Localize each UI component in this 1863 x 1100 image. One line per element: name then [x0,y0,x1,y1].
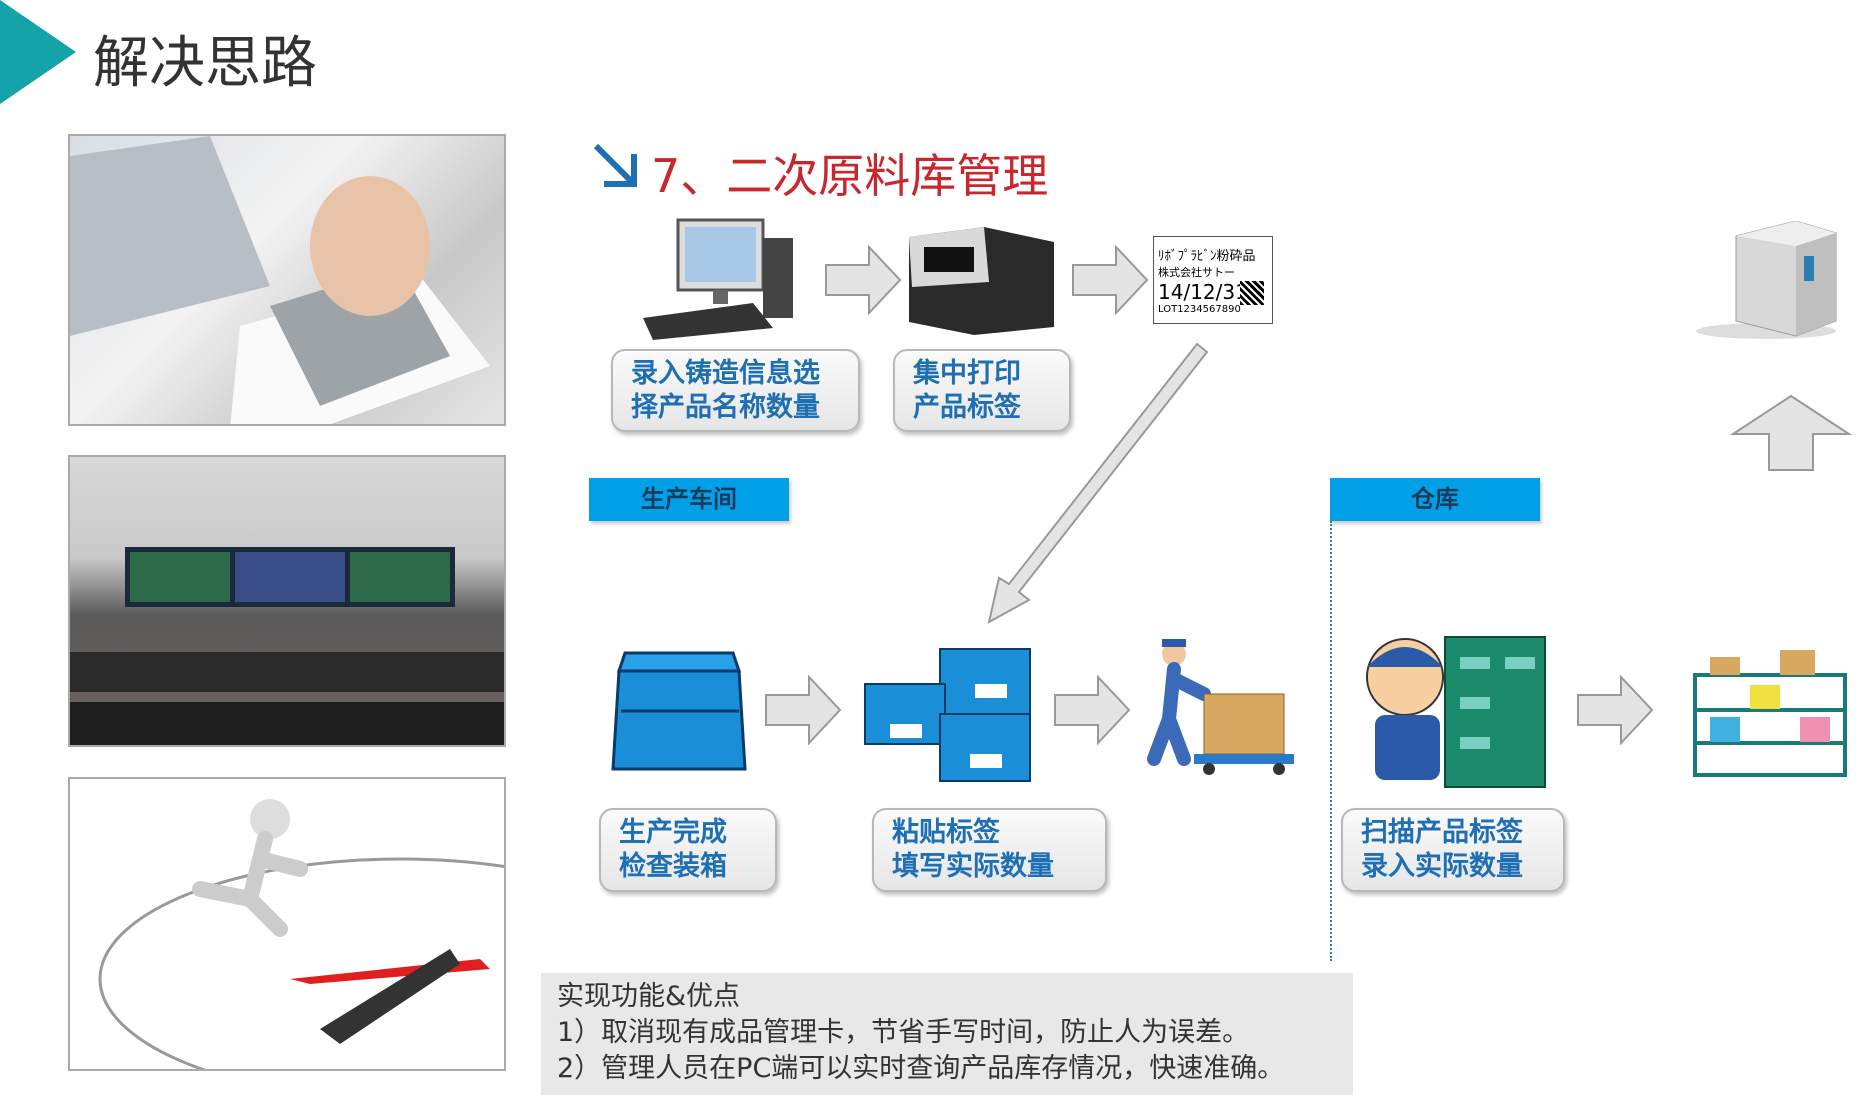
labeled-boxes-icon [864,648,1031,782]
arrow-right-icon [1577,675,1654,745]
warehouse-shelves-icon [1693,650,1847,777]
step-input-info: 录入铸造信息选择产品名称数量 [611,349,860,432]
step-text: 生产完成 [619,817,727,848]
step-text: 填写实际数量 [892,851,1054,882]
computer-icon [643,218,793,340]
step-text: 录入铸造信息选 [631,358,820,389]
step-text: 产品标签 [913,392,1021,423]
scanner-worker-icon [1366,636,1546,788]
worker-cart-icon [1147,639,1294,775]
label-product-name: ﾘﾎﾞﾌﾟﾗﾋﾞﾝ粉砕品 [1158,249,1256,264]
server-icon [1696,221,1837,339]
product-label-sample: ﾘﾎﾞﾌﾟﾗﾋﾞﾝ粉砕品 株式会社サトー 14/12/31 LOT1234567… [1153,236,1273,324]
step-pack-check: 生产完成检查装箱 [599,808,777,892]
step-text: 择产品名称数量 [631,392,820,423]
blue-crate-icon [611,651,747,771]
label-lot: LOT1234567890 [1158,304,1241,315]
section-title: 7、二次原料库管理 [651,149,1049,203]
control-room-illustration [70,547,504,745]
qr-code-icon [1240,281,1264,305]
benefits-note: 实现功能&优点 1）取消现有成品管理卡，节省手写时间，防止人为误差。 2）管理人… [541,973,1353,1095]
arrow-right-icon [1072,245,1149,315]
arrow-right-icon [825,245,902,315]
step-stick-label: 粘贴标签填写实际数量 [872,808,1107,892]
arrow-up-icon [1729,394,1853,471]
title-triangle-marker [0,0,76,104]
label-company: 株式会社サトー [1158,266,1235,279]
step-text: 集中打印 [913,358,1021,389]
zone-header-warehouse: 仓库 [1330,478,1540,521]
photo-control-room [68,455,506,747]
step-text: 扫描产品标签 [1361,817,1523,848]
benefits-heading: 实现功能&优点 [557,981,741,1012]
benefit-item: 1）取消现有成品管理卡，节省手写时间，防止人为误差。 [557,1017,1250,1048]
zone-divider [1330,521,1332,961]
zone-header-workshop: 生产车间 [589,478,789,521]
arrow-diagonal-icon [987,342,1209,624]
calculator-illustration [70,136,490,424]
benefit-item: 2）管理人员在PC端可以实时查询产品库存情况，快速准确。 [557,1053,1285,1084]
arrow-right-icon [1054,675,1131,745]
printer-icon [909,227,1054,335]
step-scan-label: 扫描产品标签录入实际数量 [1341,808,1565,892]
arrow-right-icon [765,675,842,745]
photo-calculator-invoice [68,134,506,426]
runner-clock-illustration [98,799,504,1069]
step-print-label: 集中打印产品标签 [893,349,1071,432]
step-text: 粘贴标签 [892,817,1000,848]
arrow-down-right-icon [593,143,637,187]
photo-runner-clock [68,777,506,1071]
label-date: 14/12/31 [1158,280,1248,304]
step-text: 录入实际数量 [1361,851,1523,882]
page-title: 解决思路 [93,31,317,96]
step-text: 检查装箱 [619,851,727,882]
